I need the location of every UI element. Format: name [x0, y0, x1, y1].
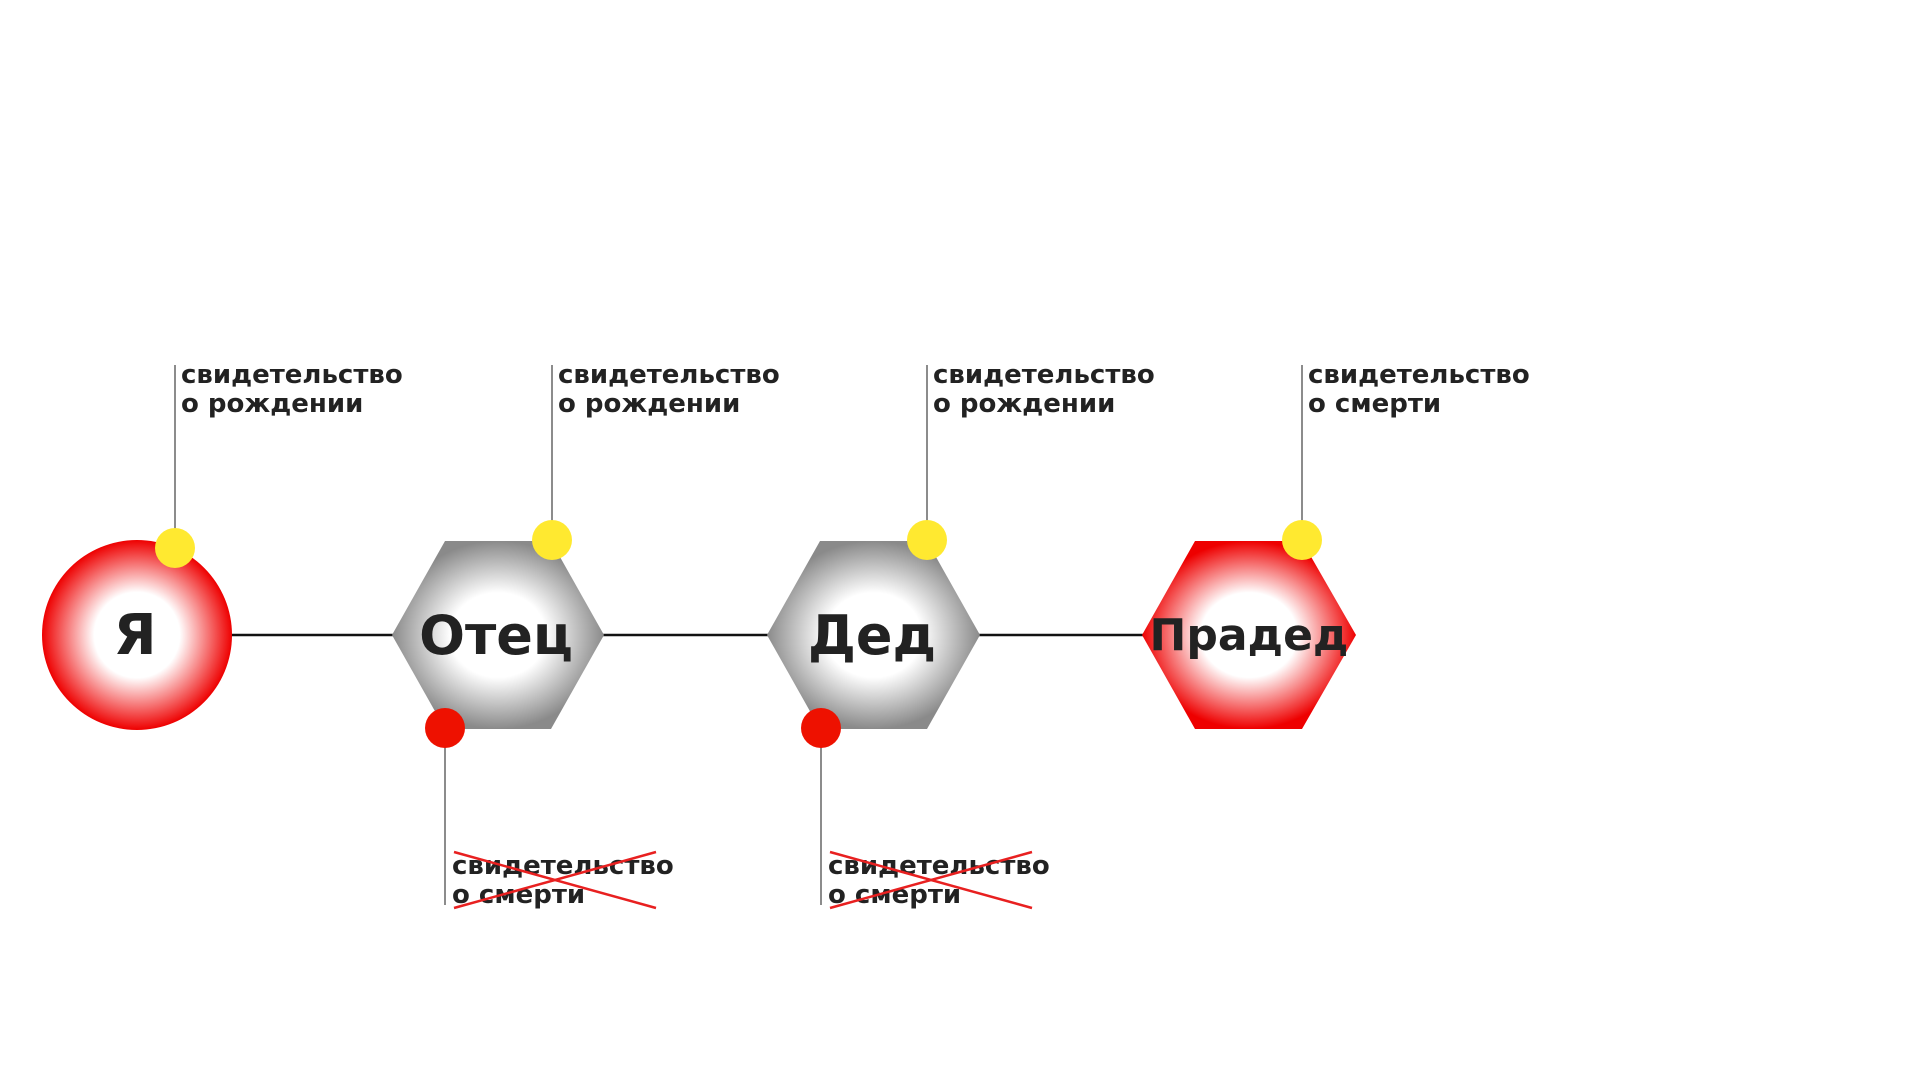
- doc-me-birth-line1: свидетельство: [181, 360, 403, 390]
- doc-father-death-line2: о смерти: [452, 880, 585, 910]
- doc-grandfather-death-line1: свидетельство: [828, 851, 1050, 881]
- node-grandfather-label: Дед: [808, 604, 936, 667]
- doc-father-death-line1: свидетельство: [452, 851, 674, 881]
- doc-father-birth-line1: свидетельство: [558, 360, 780, 390]
- dot-grandfather-birth: [907, 520, 947, 560]
- doc-grandfather-birth-line2: о рождении: [933, 389, 1115, 419]
- doc-grandfather-birth-line1: свидетельство: [933, 360, 1155, 390]
- node-father-label: Отец: [419, 604, 573, 667]
- doc-me-birth-line2: о рождении: [181, 389, 363, 419]
- node-father-hexagon: [392, 541, 604, 729]
- cross-grandfather-death-b: [829, 850, 1033, 910]
- doc-great-grandfather-death-line1: свидетельство: [1308, 360, 1530, 390]
- dot-father-birth: [532, 520, 572, 560]
- dot-me-birth: [155, 528, 195, 568]
- dot-great-grandfather-death: [1282, 520, 1322, 560]
- node-grandfather-hexagon: [767, 541, 980, 729]
- node-great-grandfather-label: Прадед: [1150, 610, 1349, 661]
- node-great-grandfather-hexagon: [1142, 541, 1356, 729]
- doc-grandfather-death-line2: о смерти: [828, 880, 961, 910]
- dot-father-death: [425, 708, 465, 748]
- dot-grandfather-death: [801, 708, 841, 748]
- node-me-label: Я: [113, 603, 156, 668]
- doc-great-grandfather-death-line2: о смерти: [1308, 389, 1441, 419]
- doc-father-birth-line2: о рождении: [558, 389, 740, 419]
- cross-father-death-b: [453, 850, 657, 910]
- node-me-circle: [42, 540, 232, 730]
